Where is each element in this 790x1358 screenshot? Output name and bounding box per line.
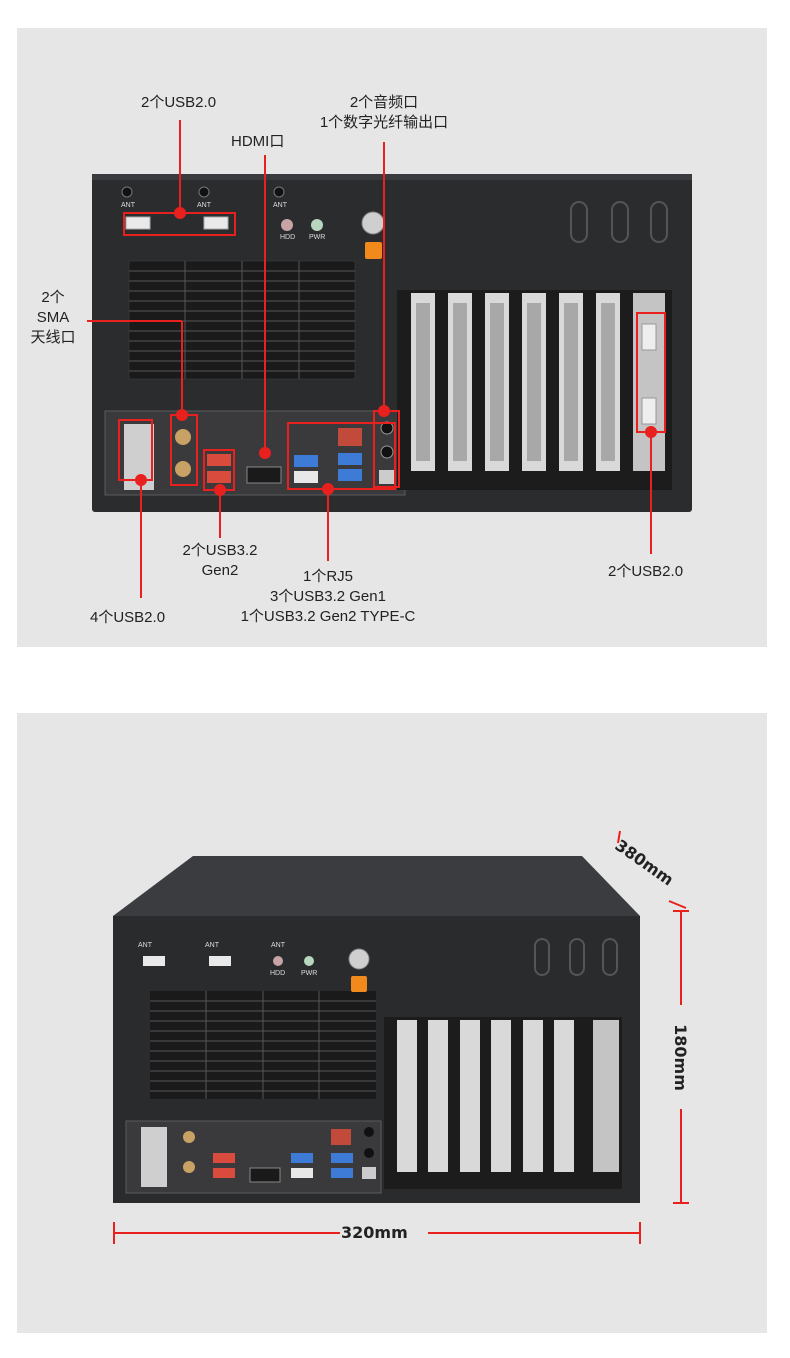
dimensions-photo-panel: ANT ANT ANT HDD PWR 380mm 180mm 320mm [17,713,767,1333]
ant-label-1: ANT [121,202,135,209]
callout-rj45-usb-line-2: 3个USB3.2 Gen1 [270,588,386,605]
io-callout-photo-panel: ANT ANT ANT HDD PWR 2个USB2.0 HDMI口 2个音频口… [17,28,767,647]
callout-front-usb: 2个USB2.0 [141,94,217,111]
callout-usb32-gen2-line-2: Gen2 [201,562,239,579]
chassis-rear-view [87,120,692,598]
callout-sma-line-1: 2个 [41,289,65,306]
bottom-hdd-label: HDD [270,970,286,977]
ant-label-3: ANT [273,202,287,209]
pwr-label: PWR [309,234,326,241]
bottom-ant-label-2: ANT [205,942,219,949]
callout-sma-line-2: SMA [36,309,70,326]
dimension-lines [113,830,689,1244]
height-dimension-label: 180mm [670,1024,690,1091]
callout-audio: 2个音频口 1个数字光纤输出口 [309,93,459,133]
hdd-label: HDD [280,234,296,241]
width-dimension-label: 320mm [341,1223,408,1242]
chassis-perspective-view [113,830,689,1244]
callout-hdmi: HDMI口 [231,133,285,150]
bottom-pwr-label: PWR [301,970,318,977]
callout-audio-line-1: 2个音频口 [349,94,419,111]
callout-sma-line-3: 天线口 [30,329,76,346]
callout-annotations [87,120,666,598]
callout-expansion-usb: 2个USB2.0 [608,563,684,580]
callout-usb32-gen2-line-1: 2个USB3.2 [182,542,258,559]
callout-rj45-usb-line-3: 1个USB3.2 Gen2 TYPE-C [240,608,416,625]
callout-usb32-gen2: 2个USB3.2 Gen2 [167,541,273,581]
callout-rj45-usb: 1个RJ5 3个USB3.2 Gen1 1个USB3.2 Gen2 TYPE-C [223,567,433,627]
ant-label-2: ANT [197,202,211,209]
bottom-ant-label-1: ANT [138,942,152,949]
bottom-ant-label-3: ANT [271,942,285,949]
callout-rj45-usb-line-1: 1个RJ5 [302,568,354,585]
callout-sma: 2个 SMA 天线口 [23,288,83,348]
callout-audio-line-2: 1个数字光纤输出口 [319,114,449,131]
callout-rear-usb4: 4个USB2.0 [90,609,166,626]
